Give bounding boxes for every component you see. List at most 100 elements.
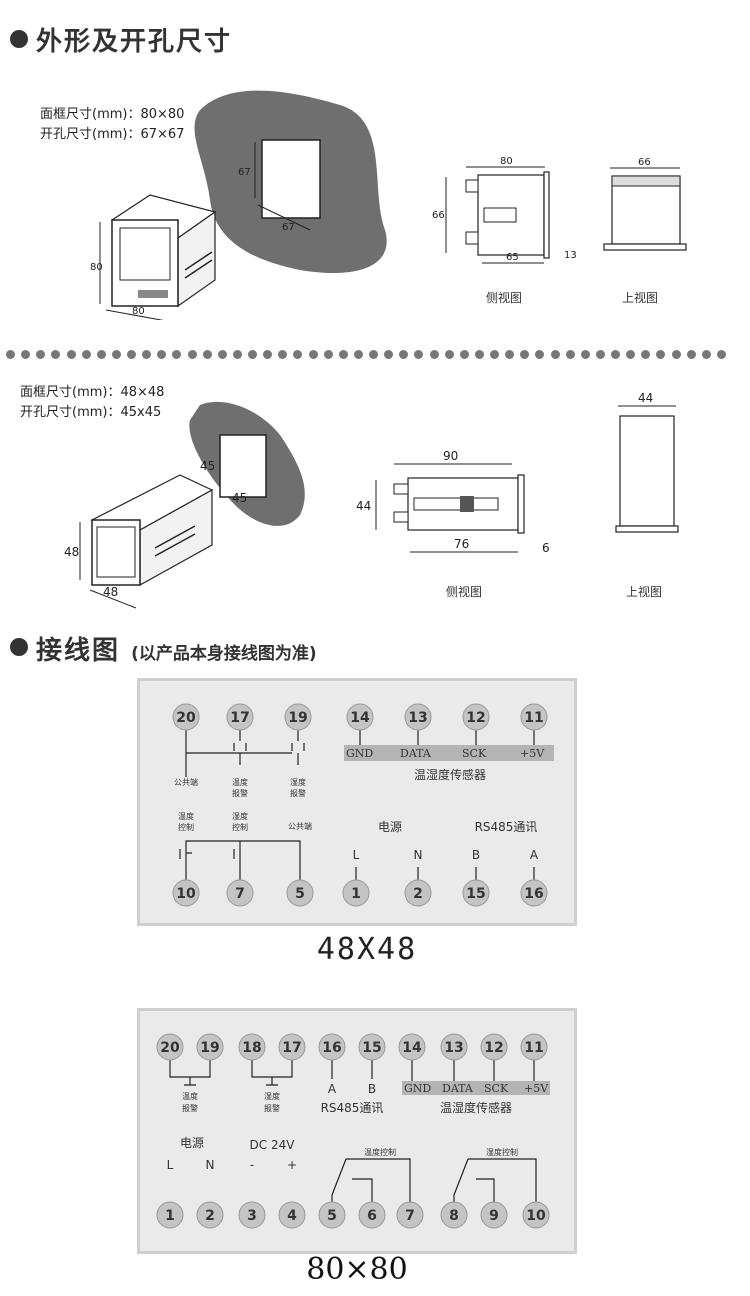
wiring-panel-80: GND DATA SCK +5V 温湿度传感器 温度 报警 湿度 报警 A B …	[137, 1008, 577, 1254]
side-height-48: 44	[356, 499, 371, 513]
cut-h-80: 67	[238, 167, 251, 178]
terminal-48-bottom-3: 1	[351, 886, 361, 902]
terminal-48-top-3: 14	[350, 710, 370, 726]
wiring-caption-48: 48X48	[316, 932, 418, 967]
iso-w-48: 48	[103, 585, 118, 599]
sensor-pin-gnd-80: GND	[404, 1082, 431, 1095]
frame-size-80: 面框尺寸(mm)：80×80	[40, 107, 185, 122]
rs485-a-80: A	[328, 1082, 337, 1096]
terminal-80-bottom-5: 6	[367, 1208, 377, 1224]
terminal-80-bottom-0: 1	[165, 1208, 175, 1224]
terminals-bottom-80	[156, 1201, 550, 1229]
cut-h-48: 45	[200, 459, 215, 473]
wiring-note: (以产品本身接线图为准)	[131, 644, 317, 664]
side-bezel-80: 13	[564, 250, 577, 261]
terminal-80-top-1: 19	[200, 1040, 219, 1056]
side-depth-80: 65	[506, 252, 519, 263]
section-bullet	[10, 30, 28, 48]
cut-w-80: 67	[282, 222, 295, 233]
sensor-pin-data-48: DATA	[400, 747, 432, 760]
cutout-size-80: 开孔尺寸(mm)：67×67	[40, 127, 185, 142]
temp-alarm-label-80: 温度	[182, 1091, 198, 1101]
top-view-caption-80: 上视图	[622, 291, 659, 305]
temp-alarm-label-48: 温度	[232, 777, 248, 787]
iso-w-80: 80	[132, 306, 145, 317]
terminal-48-top-6: 11	[524, 710, 543, 726]
rs485-a-48: A	[530, 848, 539, 862]
terminal-48-bottom-4: 2	[413, 886, 423, 902]
power-l-48: L	[353, 848, 360, 862]
temp-ctrl-label-48: 温度	[178, 811, 194, 821]
iso-h-80: 80	[90, 262, 103, 273]
frame-size-48: 面框尺寸(mm)：48×48	[20, 385, 165, 400]
humid-ctrl-label-48: 湿度	[232, 811, 248, 821]
sensor-pin-gnd-48: GND	[346, 747, 373, 760]
side-view-caption-80: 侧视图	[486, 291, 523, 305]
dotted-separator	[6, 350, 726, 360]
model-80-specs: 面框尺寸(mm)：80×80 开孔尺寸(mm)：67×67	[40, 105, 184, 145]
wiring-panel-48: GND DATA SCK +5V 温湿度传感器 公共端 温度 报警 湿度 报警 …	[137, 678, 577, 926]
terminal-48-top-5: 12	[466, 710, 485, 726]
rs485-b-80: B	[368, 1082, 376, 1096]
side-width-80: 80	[500, 156, 513, 167]
terminal-48-top-1: 17	[230, 710, 249, 726]
side-bezel-48: 6	[542, 541, 550, 555]
terminal-80-top-9: 11	[524, 1040, 543, 1056]
humid-ctrl-label2-48: 控制	[232, 822, 248, 832]
terminal-80-bottom-6: 7	[405, 1208, 415, 1224]
terminal-48-top-0: 20	[176, 710, 196, 726]
wiring-caption-80: 80×80	[306, 1252, 408, 1287]
terminal-80-bottom-2: 3	[247, 1208, 257, 1224]
rs485-label-80: RS485通讯	[321, 1101, 384, 1115]
sensor-pin-5v-48: +5V	[520, 747, 545, 760]
terminal-48-bottom-1: 7	[235, 886, 245, 902]
terminals-top-48	[172, 703, 548, 731]
power-l-80: L	[167, 1158, 174, 1172]
dc-plus-80: +	[287, 1158, 297, 1172]
terminal-48-bottom-0: 10	[176, 886, 196, 902]
temp-alarm-label2-80: 报警	[182, 1103, 198, 1113]
cut-w-48: 45	[232, 491, 247, 505]
side-height-80: 66	[432, 210, 445, 221]
terminal-48-bottom-6: 16	[524, 886, 543, 902]
model-48-drawing: 45 45 48 48 90 44 76 6 44	[64, 391, 679, 609]
power-n-48: N	[414, 848, 423, 862]
top-view-caption-48: 上视图	[626, 585, 663, 599]
humid-alarm-label2-80: 报警	[264, 1103, 280, 1113]
terminal-80-bottom-3: 4	[287, 1208, 297, 1224]
model-48-specs: 面框尺寸(mm)：48×48 开孔尺寸(mm)：45x45	[20, 383, 164, 423]
terminal-80-bottom-1: 2	[205, 1208, 215, 1224]
model-80-drawing: 67 67 80 80 80 66 65 13 66	[90, 90, 687, 320]
humid-alarm-label-48: 湿度	[290, 777, 306, 787]
terminals-top-80	[156, 1033, 548, 1061]
terminal-80-top-7: 13	[444, 1040, 463, 1056]
common-label-48: 公共端	[174, 777, 198, 787]
terminal-48-top-2: 19	[288, 710, 307, 726]
top-width-48: 44	[638, 391, 653, 405]
common2-label-48: 公共端	[288, 821, 312, 831]
power-label-80: 电源	[180, 1136, 204, 1150]
sensor-pin-sck-48: SCK	[462, 747, 487, 760]
wiring-title: 接线图 (以产品本身接线图为准)	[36, 630, 317, 667]
temp-ctrl-label-80: 温度控制	[364, 1147, 396, 1157]
section-bullet	[10, 638, 28, 656]
terminal-80-top-8: 12	[484, 1040, 503, 1056]
terminal-80-top-4: 16	[322, 1040, 341, 1056]
terminal-48-bottom-2: 5	[295, 886, 305, 902]
rs485-label-48: RS485通讯	[475, 820, 538, 834]
iso-h-48: 48	[64, 545, 79, 559]
power-label-48: 电源	[378, 820, 402, 834]
humid-alarm-label2-48: 报警	[290, 788, 306, 798]
terminal-80-top-6: 14	[402, 1040, 422, 1056]
humid-ctrl-label-80: 湿度控制	[486, 1147, 518, 1157]
dc-label-80: DC 24V	[250, 1138, 296, 1152]
cutout-size-48: 开孔尺寸(mm)：45x45	[20, 405, 162, 420]
temp-ctrl-label2-48: 控制	[178, 822, 194, 832]
terminal-80-bottom-7: 8	[449, 1208, 459, 1224]
terminals-bottom-48	[172, 879, 548, 907]
terminal-48-top-4: 13	[408, 710, 427, 726]
terminal-80-bottom-9: 10	[526, 1208, 546, 1224]
terminal-80-bottom-8: 9	[489, 1208, 499, 1224]
side-width-48: 90	[443, 449, 458, 463]
sensor-pin-5v-80: +5V	[524, 1082, 549, 1095]
